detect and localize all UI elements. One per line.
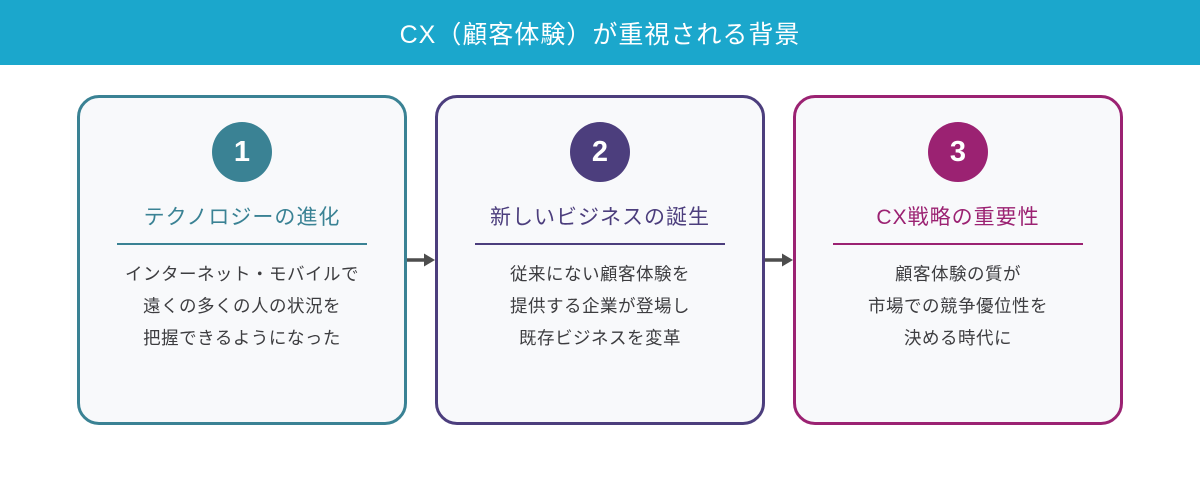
arrow-right-icon bbox=[765, 95, 793, 425]
description-line: インターネット・モバイルで bbox=[125, 264, 359, 284]
step-description: 従来にない顧客体験を 提供する企業が登場し 既存ビジネスを変革 bbox=[510, 258, 690, 354]
step-description: 顧客体験の質が 市場での競争優位性を 決める時代に bbox=[868, 258, 1048, 354]
description-line: 市場での競争優位性を bbox=[868, 296, 1048, 316]
description-line: 顧客体験の質が bbox=[895, 264, 1021, 284]
step-title: テクノロジーの進化 bbox=[143, 206, 341, 229]
description-line: 遠くの多くの人の状況を bbox=[143, 296, 341, 316]
step-description: インターネット・モバイルで 遠くの多くの人の状況を 把握できるようになった bbox=[125, 258, 359, 354]
step-card-3: 3 CX戦略の重要性 顧客体験の質が 市場での競争優位性を 決める時代に bbox=[793, 95, 1123, 425]
description-line: 従来にない顧客体験を bbox=[510, 264, 690, 284]
description-line: 把握できるようになった bbox=[143, 328, 341, 348]
step-title: CX戦略の重要性 bbox=[876, 206, 1040, 229]
description-line: 決める時代に bbox=[904, 328, 1012, 348]
title-underline bbox=[475, 243, 725, 245]
header-bar: CX（顧客体験）が重視される背景 bbox=[0, 0, 1200, 65]
step-title: 新しいビジネスの誕生 bbox=[490, 206, 710, 229]
description-line: 既存ビジネスを変革 bbox=[519, 328, 681, 348]
step-card-1: 1 テクノロジーの進化 インターネット・モバイルで 遠くの多くの人の状況を 把握… bbox=[77, 95, 407, 425]
step-number-badge: 1 bbox=[212, 122, 272, 182]
arrow-right-icon bbox=[407, 95, 435, 425]
page-title: CX（顧客体験）が重視される背景 bbox=[399, 20, 801, 49]
title-underline bbox=[117, 243, 367, 245]
step-number-badge: 3 bbox=[928, 122, 988, 182]
description-line: 提供する企業が登場し bbox=[510, 296, 690, 316]
step-card-2: 2 新しいビジネスの誕生 従来にない顧客体験を 提供する企業が登場し 既存ビジネ… bbox=[435, 95, 765, 425]
title-underline bbox=[833, 243, 1083, 245]
steps-diagram: 1 テクノロジーの進化 インターネット・モバイルで 遠くの多くの人の状況を 把握… bbox=[0, 95, 1200, 425]
step-number-badge: 2 bbox=[570, 122, 630, 182]
